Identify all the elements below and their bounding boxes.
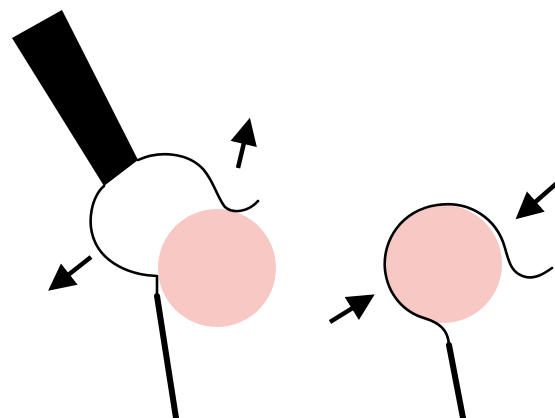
left-cell: [158, 209, 276, 327]
left-arrow-up-right: [238, 130, 247, 168]
left-micropipette: [12, 10, 138, 186]
right-arrow-lower-left: [330, 301, 364, 322]
right-panel: [330, 183, 555, 418]
left-arrow-down-left: [58, 257, 91, 283]
left-holding-pipette: [157, 296, 176, 418]
right-holding-pipette: [449, 345, 463, 418]
left-panel: [12, 10, 276, 418]
right-arrow-upper-right: [525, 183, 555, 211]
